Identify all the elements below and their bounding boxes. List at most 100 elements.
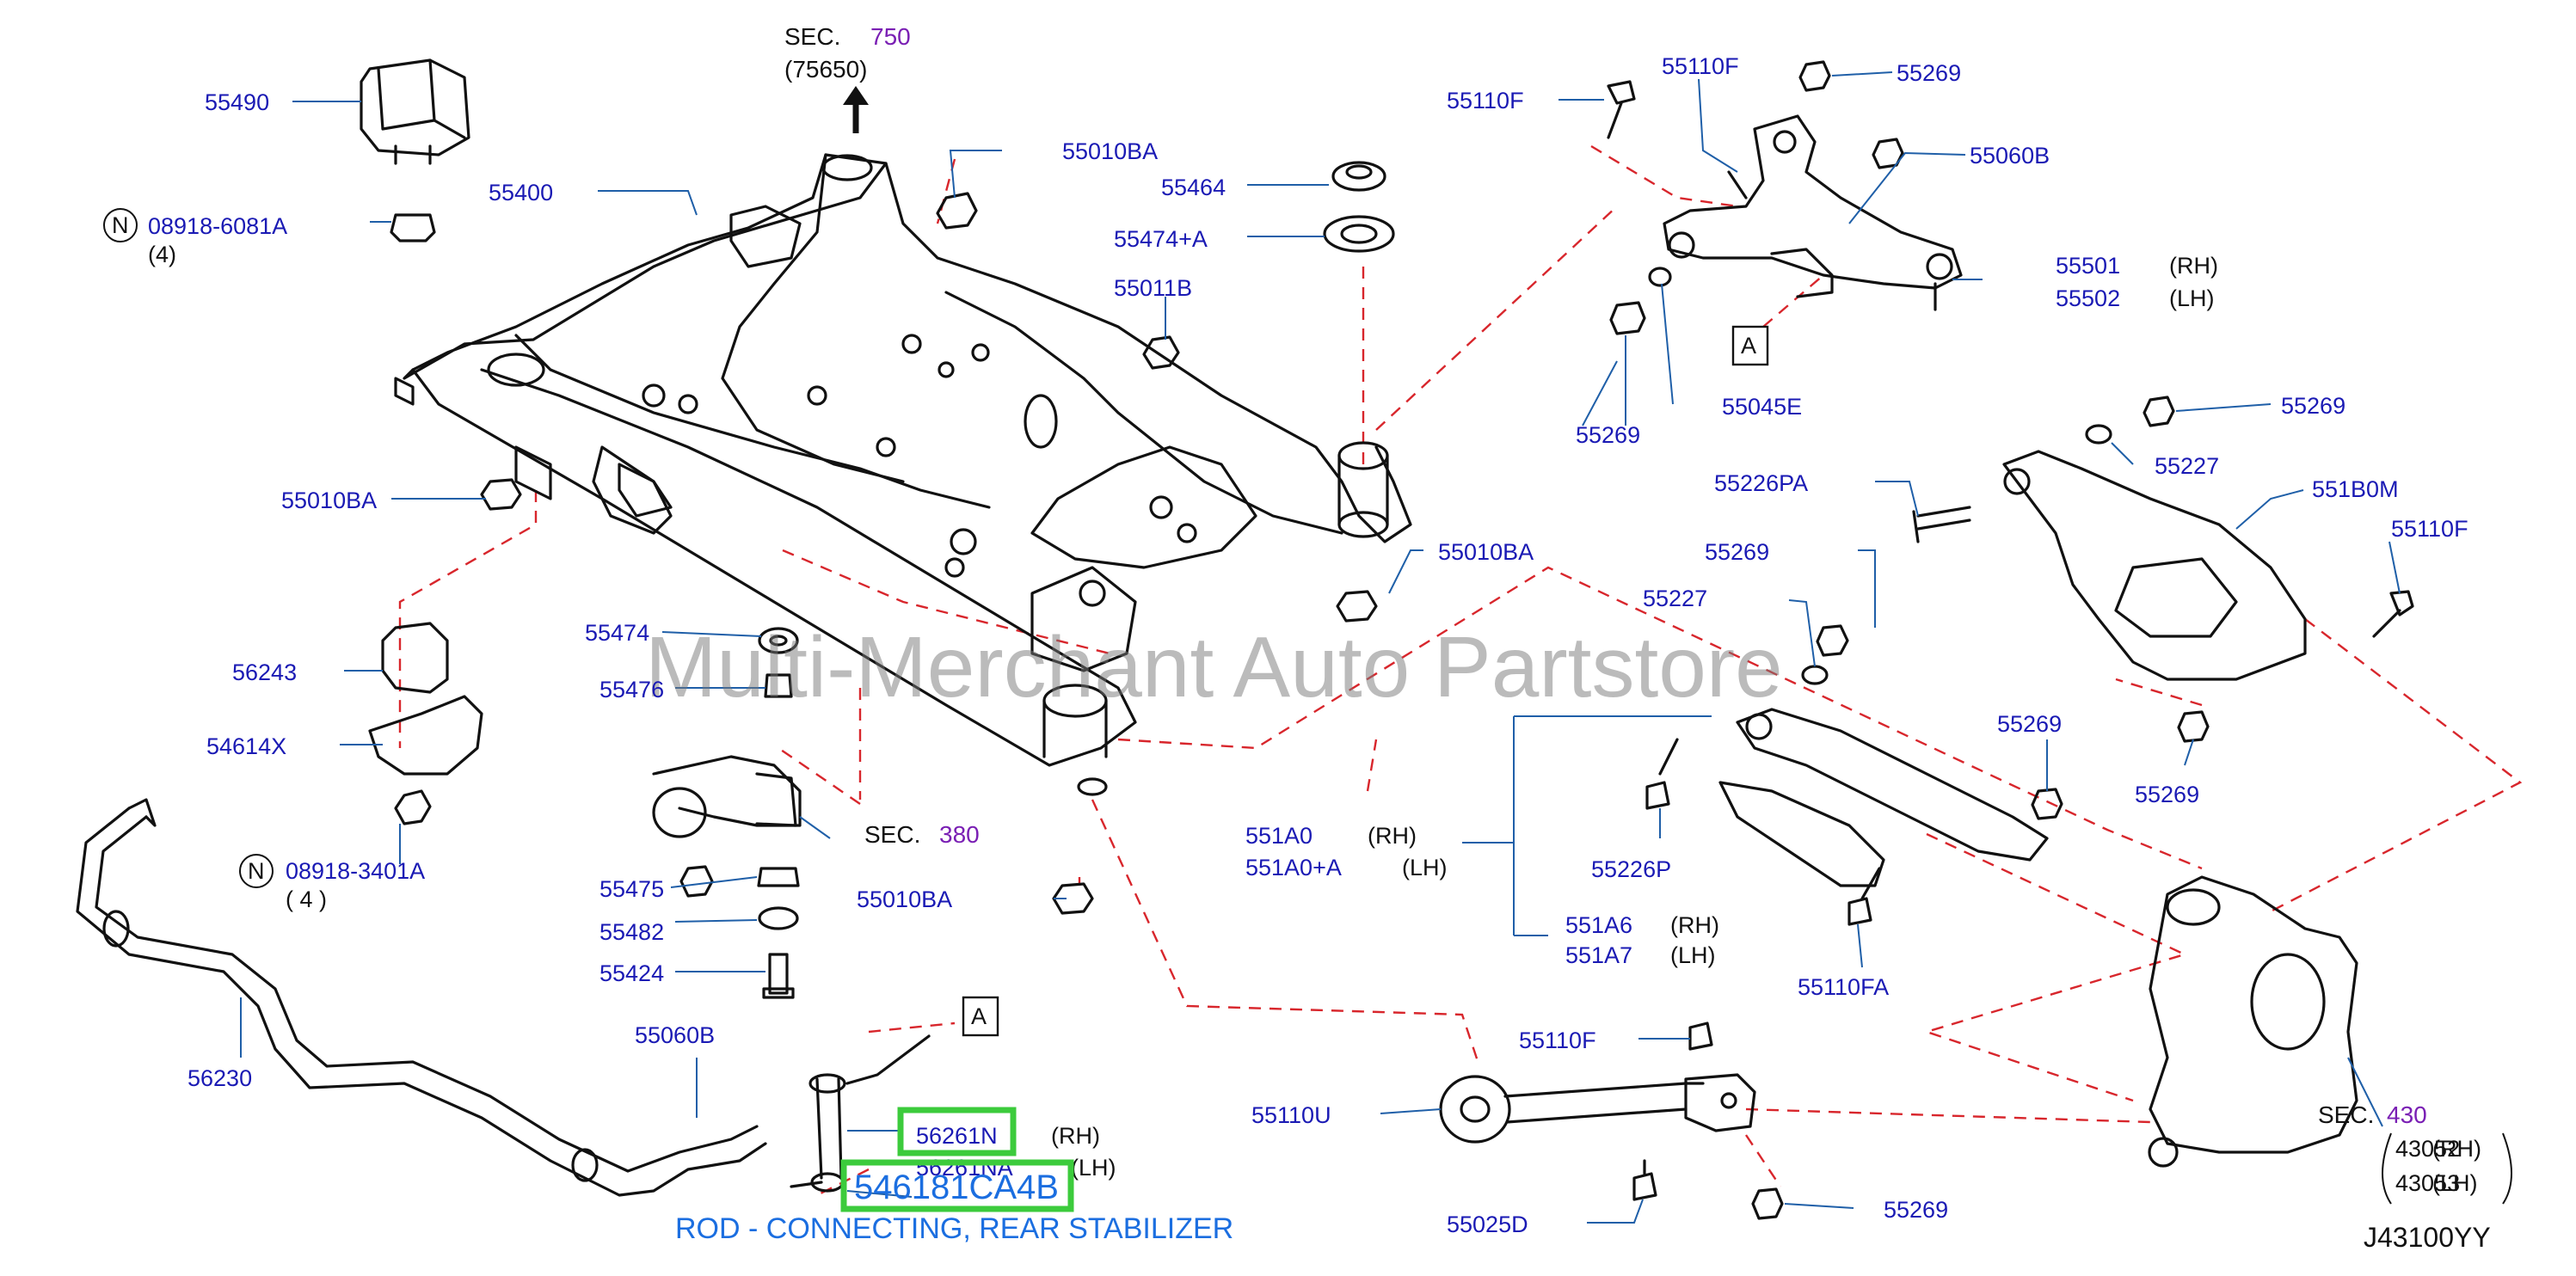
label-55010BA-c: 55010BA [1438, 539, 1534, 565]
highlight-annotation: 546181CA4B ROD - CONNECTING, REAR STABIL… [675, 1107, 1233, 1245]
label-qty-4a: (4) [148, 242, 176, 267]
label-55424: 55424 [599, 960, 664, 986]
label-55501: 55501 [2056, 253, 2120, 279]
label-551A7: 551A7 [1565, 942, 1632, 968]
lower-arm-551B0M [1912, 396, 2414, 743]
label-55010BA-a: 55010BA [1062, 138, 1158, 164]
label-55110F-b: 55110F [1662, 53, 1739, 79]
alignment-dashed-lines [398, 144, 2523, 1197]
upper-arm-55501 [1607, 60, 1963, 335]
label-43052-rh: (RH) [2432, 1136, 2481, 1162]
label-55475: 55475 [599, 876, 664, 902]
label-55464: 55464 [1161, 175, 1226, 200]
label-43053-lh: (LH) [2432, 1170, 2478, 1196]
svg-text:A: A [1741, 333, 1756, 359]
callout-box-a2: A [962, 996, 999, 1037]
label-551A7-lh: (LH) [1670, 942, 1716, 968]
stabilizer-bar-56230 [76, 798, 767, 1197]
label-55226P: 55226P [1591, 856, 1671, 882]
bracket-lines [1462, 715, 2512, 1205]
label-43053: 43053 [2395, 1170, 2460, 1196]
label-56261N: 56261N [916, 1123, 998, 1149]
label-qty-4b: ( 4 ) [286, 886, 327, 912]
label-55502-lh: (LH) [2169, 285, 2215, 311]
svg-text:A: A [971, 1003, 987, 1029]
label-55474A: 55474+A [1114, 226, 1208, 252]
shock-mount-parts [652, 627, 802, 999]
diagram-code: J43100YY [2364, 1222, 2491, 1253]
label-551A6: 551A6 [1565, 912, 1632, 938]
lateral-link-551A0 [1645, 624, 2063, 926]
label-55060B-b: 55060B [1970, 143, 2050, 169]
label-55045E: 55045E [1722, 394, 1802, 420]
label-55502: 55502 [2056, 285, 2120, 311]
label-56230: 56230 [188, 1065, 252, 1091]
sec750-prefix: SEC. [784, 23, 840, 50]
label-08918-3401A: 08918-3401A [286, 858, 425, 884]
label-56261NA-lh: (LH) [1071, 1155, 1116, 1181]
label-55110FA: 55110FA [1798, 974, 1889, 1000]
label-551A6-rh: (RH) [1670, 912, 1719, 938]
label-55010BA-b: 55010BA [281, 488, 377, 513]
highlight-box-part-number [840, 1159, 1074, 1212]
stabilizer-bushing-56243 [368, 622, 483, 825]
label-55269-e: 55269 [1997, 711, 2062, 737]
label-55501-rh: (RH) [2169, 253, 2218, 279]
label-55490: 55490 [205, 89, 269, 115]
arrow-sec750 [843, 86, 869, 133]
label-55010BA-d: 55010BA [857, 886, 952, 912]
label-55400: 55400 [489, 180, 553, 206]
label-55110U: 55110U [1251, 1102, 1331, 1128]
label-55025D: 55025D [1447, 1212, 1528, 1237]
sec430-number: 430 [2387, 1101, 2427, 1128]
label-54614X: 54614X [206, 733, 286, 759]
svg-text:N: N [112, 212, 129, 238]
label-55269-b: 55269 [1576, 422, 1640, 448]
label-56261NA: 56261NA [916, 1155, 1013, 1181]
sec750-number: 750 [870, 23, 911, 50]
svg-text:N: N [248, 858, 265, 884]
label-55110F-d: 55110F [1519, 1028, 1596, 1053]
label-55269-f: 55269 [2135, 782, 2199, 807]
label-551B0M: 551B0M [2312, 476, 2399, 502]
label-55110F-c: 55110F [2391, 516, 2468, 542]
highlight-box-56261N [897, 1107, 1017, 1156]
label-08918-6081A: 08918-6081A [148, 213, 287, 239]
label-55269-c: 55269 [2281, 393, 2345, 419]
label-55060B-a: 55060B [635, 1022, 715, 1048]
label-56261N-rh: (RH) [1051, 1123, 1100, 1149]
label-55011B: 55011B [1114, 275, 1192, 301]
label-55269-a: 55269 [1897, 60, 1961, 86]
toe-link-55110U [1439, 1021, 1784, 1220]
highlight-caption: ROD - CONNECTING, REAR STABILIZER [675, 1212, 1233, 1245]
label-55226PA: 55226PA [1714, 470, 1808, 496]
label-55269-g: 55269 [1884, 1197, 1948, 1223]
label-55227-a: 55227 [2155, 453, 2219, 479]
section-references: SEC. 750 (75650) SEC. 380 SEC. 430 [784, 23, 2427, 1128]
mount-55490 [360, 58, 470, 242]
label-551A0A-lh: (LH) [1402, 855, 1448, 880]
label-551A0: 551A0 [1245, 823, 1313, 849]
part-labels: 55490 08918-6081A (4) 55400 55010BA 5546… [148, 53, 2491, 1253]
sec380-prefix: SEC. [864, 821, 920, 848]
label-55110F-a: 55110F [1447, 88, 1524, 113]
knuckle-sec430 [2148, 875, 2358, 1168]
n-mark-1: N [103, 208, 138, 242]
label-55476: 55476 [599, 677, 664, 702]
label-43052: 43052 [2395, 1136, 2460, 1162]
label-55227-b: 55227 [1643, 586, 1707, 611]
sec750-sub: (75650) [784, 56, 868, 83]
label-55269-d: 55269 [1705, 539, 1769, 565]
label-56243: 56243 [232, 659, 297, 685]
label-551A0A: 551A0+A [1245, 855, 1342, 880]
label-55482: 55482 [599, 919, 664, 945]
watermark: Multi-Merchant Auto Partstore [645, 619, 1783, 715]
fasteners-left [480, 192, 1378, 915]
n-mark-2: N [239, 854, 274, 888]
connecting-rod-56261N [790, 1034, 931, 1193]
subframe-55400 [394, 153, 1412, 796]
highlighted-part-number: 546181CA4B [854, 1169, 1059, 1206]
bushing-stack-55464 [1323, 161, 1395, 253]
sec430-prefix: SEC. [2318, 1101, 2374, 1128]
